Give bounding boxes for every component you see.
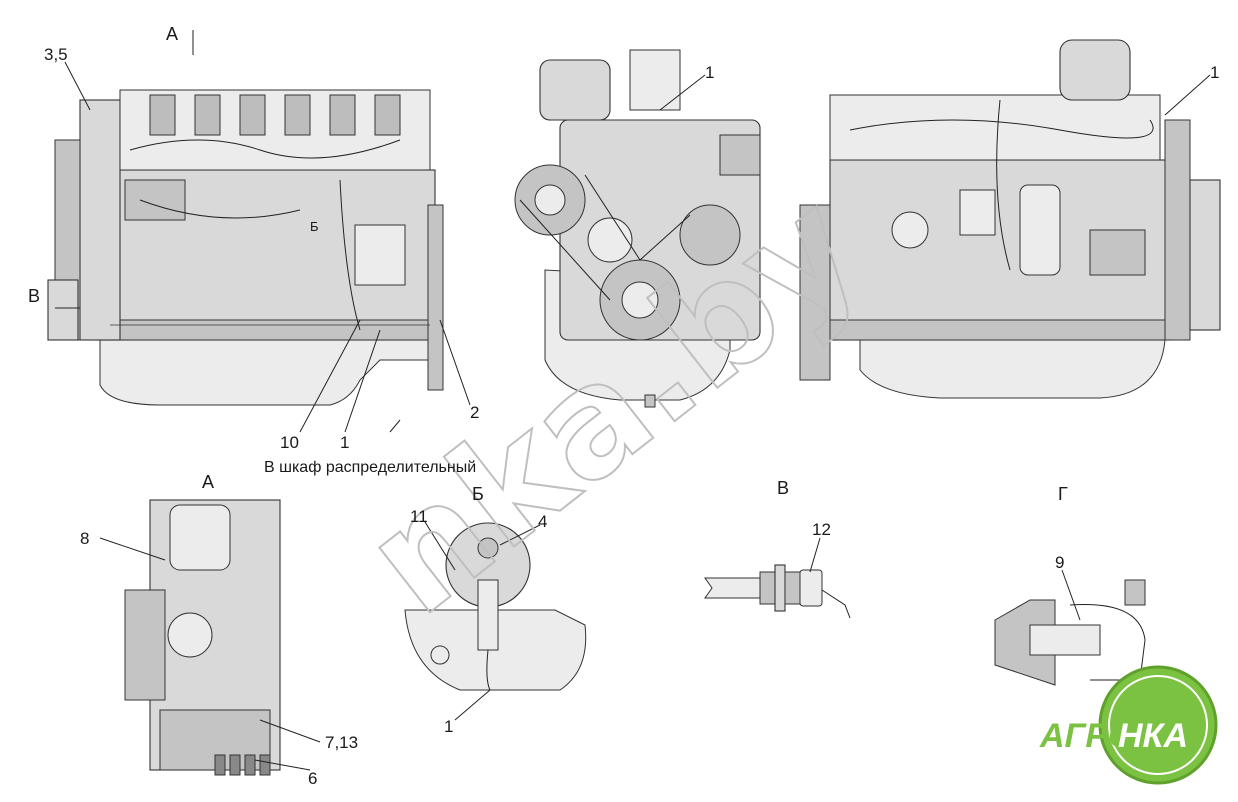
callout-2: 2: [470, 403, 479, 422]
agronka-logo: АГРО НКА: [1039, 665, 1218, 785]
detail-a-title: А: [202, 472, 214, 492]
note-to-cabinet: В шкаф распределительный: [264, 459, 476, 476]
logo-text-left: АГРО: [1039, 717, 1135, 755]
engine-front-view: [514, 49, 761, 408]
callout-4: 4: [538, 512, 547, 531]
logo-text-right: НКА: [1118, 717, 1188, 755]
callout-9: 9: [1055, 553, 1064, 572]
view-b-mark: Б: [310, 219, 319, 234]
callout-1-right: 1: [1210, 63, 1219, 82]
callout-10: 10: [280, 433, 299, 452]
callout-1-left: 1: [340, 433, 349, 452]
leader-lines: [55, 30, 1211, 771]
callout-1-b: 1: [444, 717, 453, 736]
engine-side-view-right: [799, 39, 1221, 399]
callout-7-13: 7,13: [325, 733, 358, 752]
callout-3-5: 3,5: [44, 45, 68, 64]
detail-view-g: [994, 579, 1146, 686]
detail-view-v: [704, 564, 851, 619]
engine-side-view-left: [47, 89, 444, 406]
detail-view-a: [124, 499, 281, 776]
callout-8: 8: [80, 529, 89, 548]
detail-g-title: Г: [1058, 484, 1068, 504]
callout-11: 11: [410, 507, 428, 526]
view-arrow-a: А: [166, 24, 178, 44]
detail-view-b: [404, 522, 587, 691]
callout-1-front: 1: [705, 63, 714, 82]
detail-v-title: В: [777, 478, 789, 498]
view-arrow-b: В: [28, 286, 40, 306]
detail-b-title: Б: [472, 484, 484, 504]
callout-12: 12: [812, 520, 831, 539]
callout-6: 6: [308, 769, 317, 788]
